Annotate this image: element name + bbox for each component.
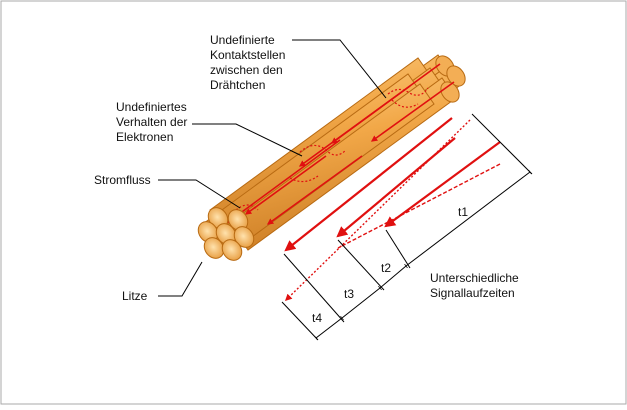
label-electron-line2: Verhalten der: [116, 115, 187, 129]
label-signal-line1: Unterschiedliche: [430, 271, 519, 285]
label-signal-times: Unterschiedliche Signallaufzeiten: [430, 271, 519, 300]
label-signal-line2: Signallaufzeiten: [430, 286, 515, 300]
signal-arrow-t3: [284, 117, 453, 252]
label-contact-line3: zwischen den: [210, 63, 283, 77]
label-contact-line1: Undefinierte: [210, 33, 275, 47]
wire-front-ends: [197, 207, 255, 261]
label-contact-points: Undefinierte Kontaktstellen zwischen den…: [210, 33, 285, 92]
label-strand: Litze: [122, 289, 148, 303]
signal-trail-t2: [337, 163, 501, 249]
stranded-wire: [197, 54, 466, 261]
label-t4: t4: [312, 311, 322, 325]
label-electron-behavior: Undefiniertes Verhalten der Elektronen: [116, 100, 187, 144]
label-electron-line1: Undefiniertes: [116, 100, 187, 114]
leader-lines: [158, 39, 387, 297]
dimension-lines: [281, 113, 533, 341]
signal-arrow-t1: [384, 141, 501, 228]
label-electron-line3: Elektronen: [116, 130, 173, 144]
label-current-flow: Stromfluss: [94, 173, 151, 187]
label-contact-line4: Drähtchen: [210, 78, 265, 92]
undefined-paths: [235, 87, 429, 211]
label-contact-line2: Kontaktstellen: [210, 48, 285, 62]
signal-arrow-t4: [284, 119, 471, 301]
label-t3: t3: [344, 287, 354, 301]
label-t1: t1: [458, 205, 468, 219]
time-labels: t1 t2 t3 t4: [312, 205, 468, 325]
label-t2: t2: [381, 261, 391, 275]
wire-far-ends: [435, 55, 466, 103]
